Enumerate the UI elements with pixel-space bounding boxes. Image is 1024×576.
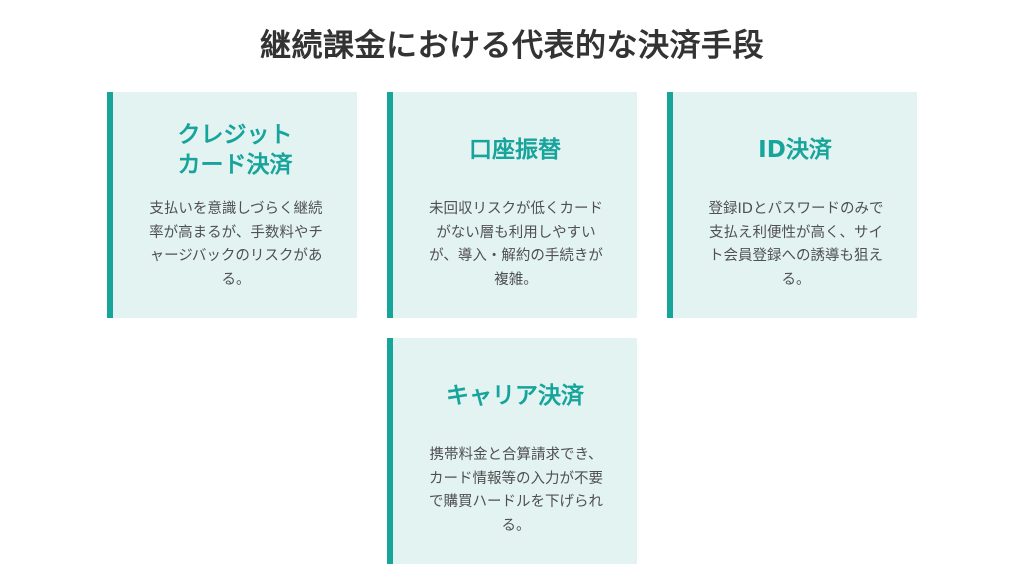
card-description: 支払いを意識しづらく継続率が高まるが、手数料やチャージバックのリスクがある。 xyxy=(149,201,323,288)
payment-method-card-credit-card: クレジット カード決済 支払いを意識しづらく継続率が高まるが、手数料やチャージバ… xyxy=(107,92,357,318)
payment-method-card-carrier-billing: キャリア決済 携帯料金と合算請求でき、カード情報等の入力が不要で購買ハードルを下… xyxy=(387,338,637,564)
card-description: 未回収リスクが低くカードがない層も利用しやすいが、導入・解約の手続きが複雑。 xyxy=(429,201,603,288)
card-description: 携帯料金と合算請求でき、カード情報等の入力が不要で購買ハードルを下げられる。 xyxy=(429,447,603,534)
page-title: 継続課金における代表的な決済手段 xyxy=(260,28,764,64)
card-description: 登録IDとパスワードのみで支払え利便性が高く、サイト会員登録への誘導も狙える。 xyxy=(708,201,884,288)
card-title: キャリア決済 xyxy=(446,383,584,409)
card-title: クレジット カード決済 xyxy=(177,122,293,178)
payment-method-card-bank-transfer: 口座振替 未回収リスクが低くカードがない層も利用しやすいが、導入・解約の手続きが… xyxy=(387,92,637,318)
card-title: 口座振替 xyxy=(469,137,561,163)
payment-method-card-id-payment: ID決済 登録IDとパスワードのみで支払え利便性が高く、サイト会員登録への誘導も… xyxy=(667,92,917,318)
card-title: ID決済 xyxy=(758,137,832,163)
